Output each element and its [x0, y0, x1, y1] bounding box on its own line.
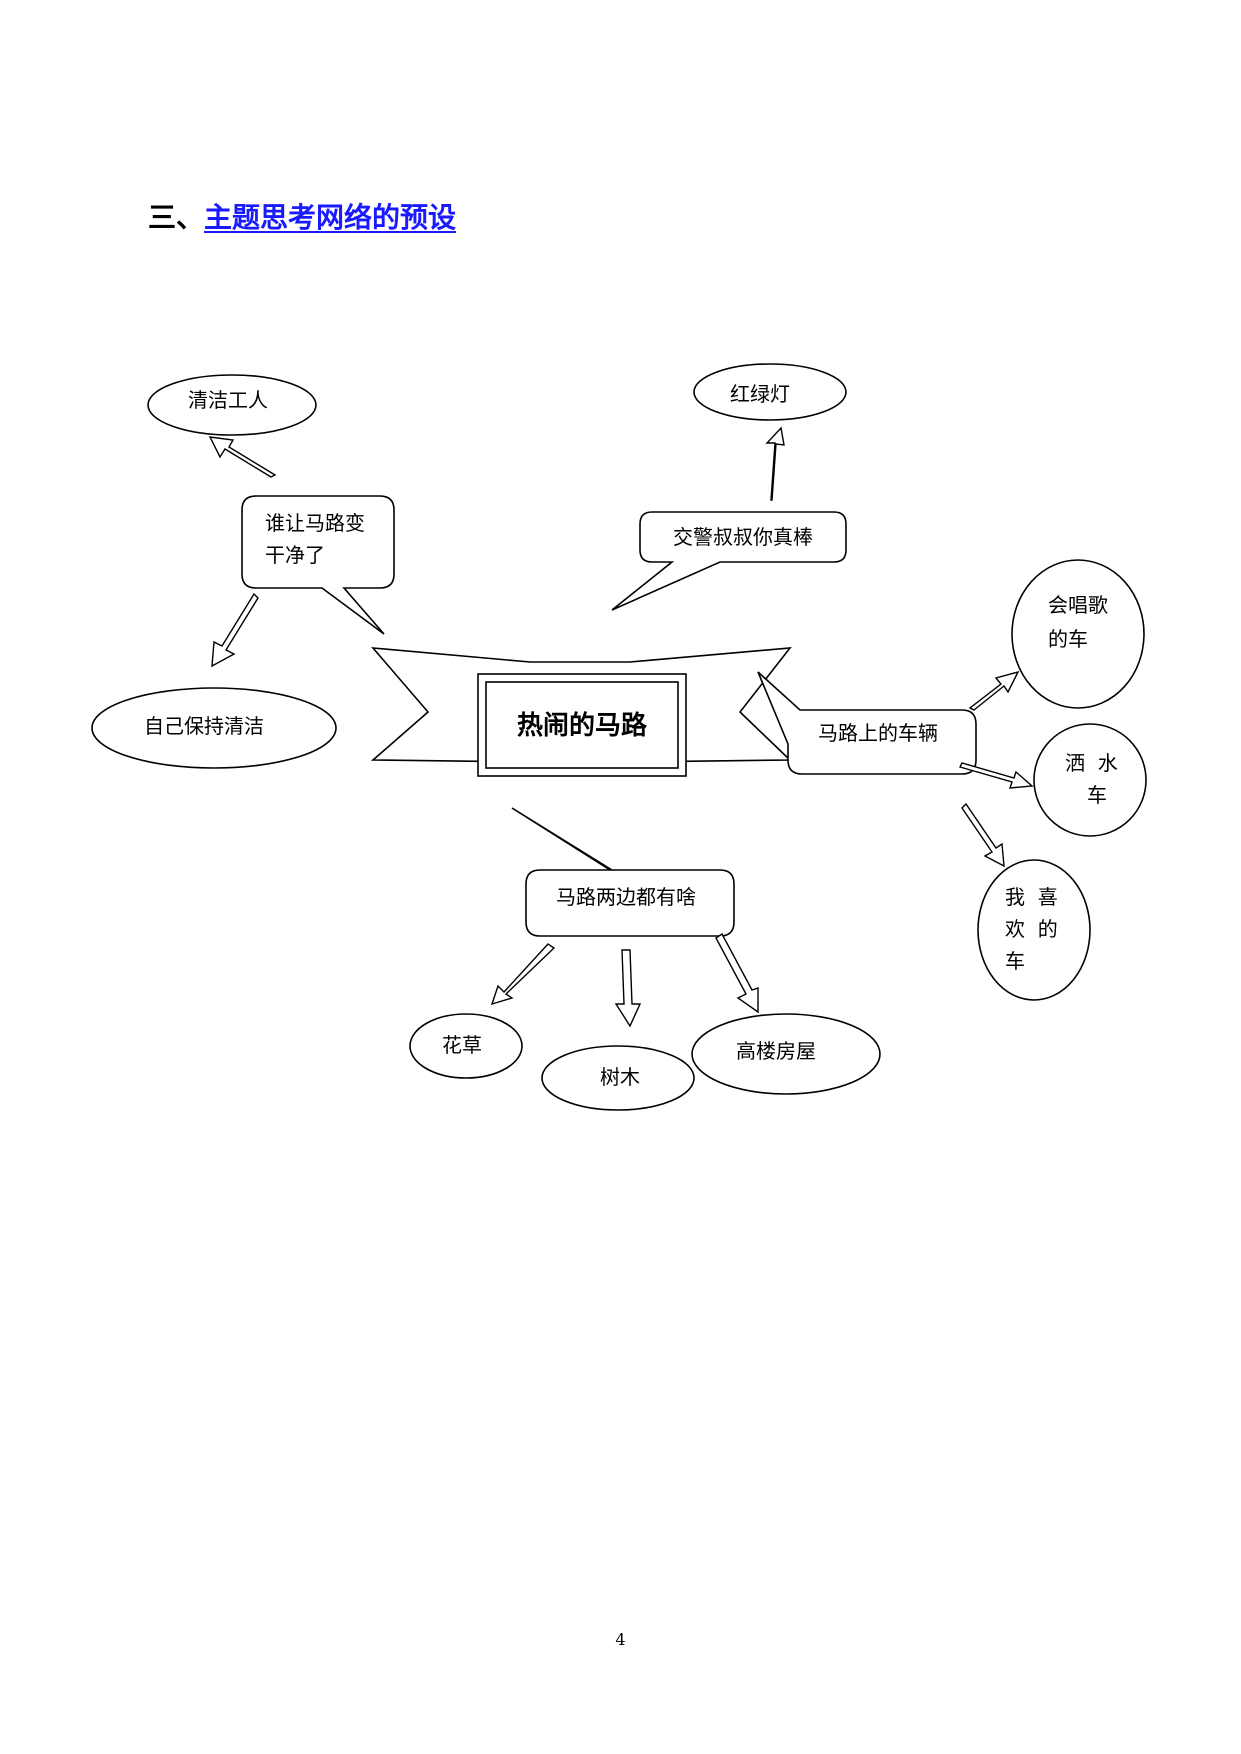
- bubble-vehicles-shape: [757, 671, 977, 775]
- oval-sprinkler: 洒 水 车: [1033, 723, 1147, 837]
- oval-singing-car-shape: [1011, 559, 1145, 709]
- oval-favorite-car-line1: 我 喜: [1005, 885, 1058, 909]
- connector-arrows: [208, 426, 1034, 1028]
- oval-sprinkler-line2: 车: [1087, 783, 1107, 807]
- bubble-vehicles-text: 马路上的车辆: [818, 721, 938, 745]
- bubble-who-cleans: 谁让马路变 干净了: [241, 495, 395, 635]
- oval-cleaners: 清洁工人: [147, 374, 317, 436]
- oval-buildings: 高楼房屋: [691, 1013, 881, 1095]
- center-label: 热闹的马路: [517, 710, 648, 741]
- oval-cleaners-text: 清洁工人: [188, 388, 268, 412]
- bubble-roadside: 马路两边都有啥: [511, 807, 735, 937]
- oval-sprinkler-shape: [1033, 723, 1147, 837]
- arrow-to-singing-car: [968, 670, 1020, 711]
- arrow-to-favorite-car: [961, 802, 1005, 868]
- bubble-who-cleans-shape: [241, 495, 395, 635]
- arrow-to-keep-clean: [211, 592, 259, 668]
- oval-traffic-light-shape: [693, 363, 847, 421]
- bubble-traffic-police-text: 交警叔叔你真棒: [673, 525, 813, 549]
- arrow-to-traffic-light: [765, 426, 785, 501]
- oval-singing-car: 会唱歌 的车: [1011, 559, 1145, 709]
- oval-flowers-shape: [409, 1013, 523, 1079]
- oval-trees: 树木: [541, 1045, 695, 1111]
- bubble-traffic-police-shape: [611, 511, 847, 611]
- oval-trees-text: 树木: [600, 1065, 640, 1089]
- bubble-who-cleans-line1: 谁让马路变: [265, 511, 365, 535]
- oval-favorite-car-shape: [977, 859, 1091, 1001]
- oval-singing-car-line1: 会唱歌: [1048, 593, 1108, 617]
- oval-keep-clean-shape: [91, 687, 337, 769]
- oval-buildings-text: 高楼房屋: [736, 1039, 816, 1063]
- oval-flowers-text: 花草: [442, 1033, 482, 1057]
- oval-sprinkler-line1: 洒 水: [1065, 751, 1118, 775]
- oval-buildings-shape: [691, 1013, 881, 1095]
- arrow-to-buildings: [715, 932, 759, 1014]
- section-heading: 三、主题思考网络的预设: [148, 196, 456, 236]
- banner-frame-inner: [485, 681, 679, 769]
- oval-singing-car-line2: 的车: [1048, 627, 1088, 651]
- arrow-to-trees: [614, 949, 642, 1028]
- oval-keep-clean: 自己保持清洁: [91, 687, 337, 769]
- oval-flowers: 花草: [409, 1013, 523, 1079]
- page-number: 4: [615, 1630, 626, 1649]
- bubble-roadside-text: 马路两边都有啥: [556, 885, 696, 909]
- bubble-roadside-shape: [511, 807, 735, 937]
- center-banner: 热闹的马路: [370, 647, 792, 777]
- oval-cleaners-shape: [147, 374, 317, 436]
- oval-favorite-car-line2: 欢 的: [1005, 917, 1058, 941]
- bubble-vehicles: 马路上的车辆: [757, 671, 977, 775]
- arrow-to-sprinkler: [958, 762, 1034, 789]
- arrow-to-flowers: [490, 943, 556, 1006]
- bubble-who-cleans-line2: 干净了: [265, 543, 325, 567]
- oval-traffic-light: 红绿灯: [693, 363, 847, 421]
- bubble-traffic-police: 交警叔叔你真棒: [611, 511, 847, 611]
- arrow-to-cleaners: [208, 436, 277, 478]
- oval-favorite-car-line3: 车: [1005, 949, 1025, 973]
- heading-link[interactable]: 主题思考网络的预设: [204, 201, 457, 234]
- oval-traffic-light-text: 红绿灯: [730, 382, 790, 406]
- oval-favorite-car: 我 喜 欢 的 车: [977, 859, 1091, 1001]
- oval-keep-clean-text: 自己保持清洁: [144, 714, 264, 738]
- oval-trees-shape: [541, 1045, 695, 1111]
- heading-prefix: 三、: [148, 201, 205, 234]
